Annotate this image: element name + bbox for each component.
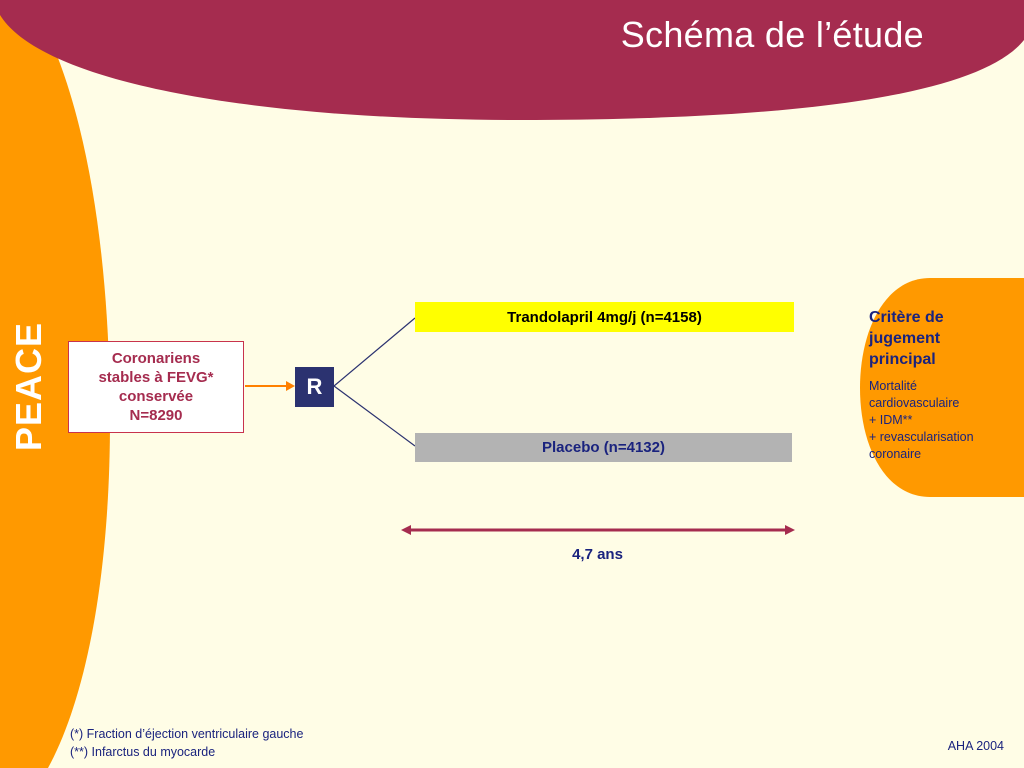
trandolapril-arm-box: Trandolapril 4mg/j (n=4158)	[415, 302, 794, 332]
endpoint-line: + IDM**	[869, 413, 913, 427]
footnote: (**) Infarctus du myocarde	[70, 745, 216, 759]
endpoint-title-line: jugement	[869, 330, 941, 347]
primary-endpoint: Critère de jugement principal Mortalité …	[869, 307, 1019, 463]
endpoint-line: + revascularisation	[869, 430, 974, 444]
randomization-box: R	[295, 367, 334, 407]
population-line: N=8290	[129, 407, 183, 424]
duration-arrowhead-left	[401, 525, 411, 535]
placebo-arm-box: Placebo (n=4132)	[415, 433, 792, 462]
header-shape	[0, 0, 1024, 120]
side-band-shape	[0, 0, 110, 768]
footnote: (*) Fraction d’éjection ventriculaire ga…	[70, 727, 304, 741]
endpoint-tab-shape	[860, 278, 1024, 497]
slide-title: Schéma de l’étude	[620, 14, 924, 55]
source-citation: AHA 2004	[947, 739, 1004, 753]
branch-line-trandolapril	[333, 317, 416, 387]
branch-line-placebo	[333, 385, 416, 447]
duration-arrowhead-right	[785, 525, 795, 535]
endpoint-title: Critère de jugement principal	[869, 307, 1019, 370]
population-box: Coronariens stables à FEVG* conservée N=…	[68, 341, 244, 433]
population-line: conservée	[118, 388, 194, 405]
endpoint-title-line: principal	[869, 351, 936, 368]
duration-label: 4,7 ans	[572, 546, 623, 563]
endpoint-title-line: Critère de	[869, 309, 944, 326]
study-name-label: PEACE	[8, 322, 49, 452]
endpoint-line: coronaire	[869, 447, 922, 461]
population-arrowhead	[286, 381, 295, 391]
endpoint-line: cardiovasculaire	[869, 396, 960, 410]
population-line: stables à FEVG*	[98, 369, 214, 386]
population-line: Coronariens	[111, 350, 201, 367]
endpoint-line: Mortalité	[869, 379, 917, 393]
